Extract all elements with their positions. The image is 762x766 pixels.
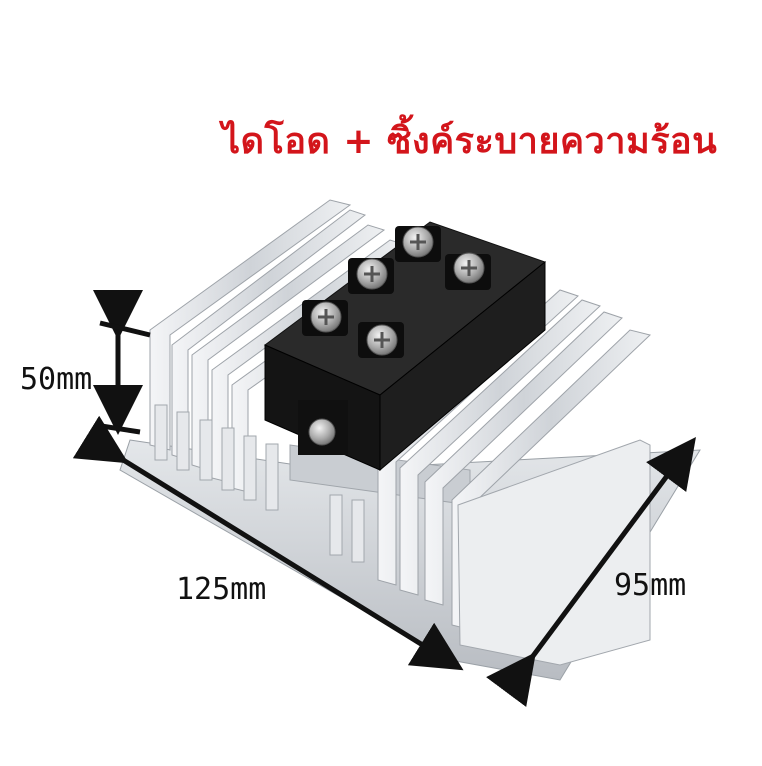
dimension-arrows: [72, 290, 696, 708]
width-label: 95mm: [614, 568, 687, 603]
length-label: 125mm: [176, 572, 267, 607]
product-caption: ไดโอด + ซิ้งค์ระบายความร้อน: [222, 121, 718, 162]
length-arrow: [72, 415, 464, 671]
height-label: 50mm: [20, 362, 93, 397]
terminal-screws: [302, 226, 491, 358]
width-arrow: [486, 436, 696, 708]
